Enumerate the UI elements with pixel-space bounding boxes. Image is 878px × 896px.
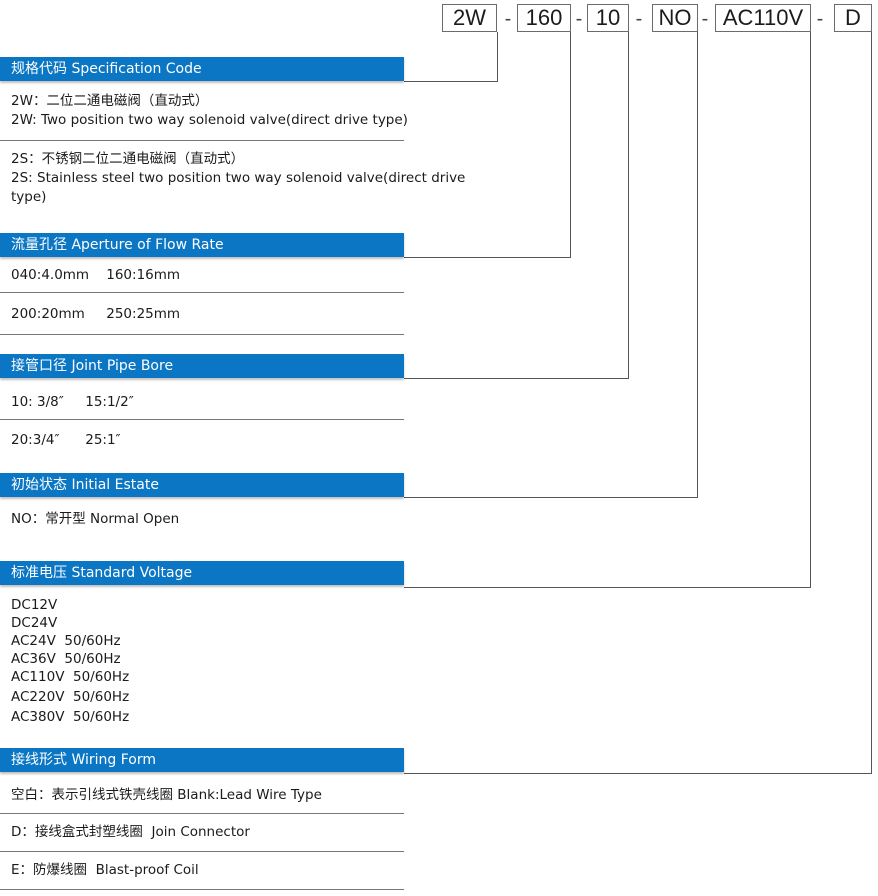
voltage-item: AC110V 50/60Hz — [11, 669, 130, 685]
code-part-aperture: 160 — [517, 4, 571, 32]
divider — [0, 851, 404, 852]
section-title-wiring: 接线形式 Wiring Form — [11, 752, 156, 768]
connector-aperture-horizontal — [404, 257, 571, 258]
divider — [0, 889, 404, 890]
code-separator: - — [504, 8, 512, 30]
section-header-initial: 初始状态 Initial Estate — [0, 473, 404, 497]
section-title-bore: 接管口径 Joint Pipe Bore — [11, 358, 174, 374]
connector-wiring-horizontal — [404, 773, 872, 774]
code-separator: - — [575, 8, 583, 30]
divider — [0, 813, 404, 814]
connector-wiring-vertical — [871, 32, 872, 774]
bore-row-1: 10: 3/8″ 15:1/2″ — [11, 394, 134, 410]
spec-item-2s-cn: 2S：不锈钢二位二通电磁阀（直动式） — [11, 151, 245, 167]
code-part-initial: NO — [652, 4, 698, 32]
aperture-row-2: 200:20mm 250:25mm — [11, 306, 181, 322]
connector-voltage-horizontal — [404, 587, 811, 588]
code-part-wiring: D — [834, 4, 872, 32]
wiring-row-3: E：防爆线圈 Blast-proof Coil — [11, 862, 199, 878]
aperture-row-1: 040:4.0mm 160:16mm — [11, 267, 181, 283]
code-part-series: 2W — [442, 4, 497, 32]
section-header-aperture: 流量孔径 Aperture of Flow Rate — [0, 233, 404, 257]
section-title-voltage: 标准电压 Standard Voltage — [11, 565, 193, 581]
voltage-item: AC24V 50/60Hz — [11, 633, 121, 649]
initial-row-1: NO：常开型 Normal Open — [11, 511, 180, 527]
voltage-item: DC24V — [11, 615, 58, 631]
connector-aperture-vertical — [570, 32, 571, 258]
voltage-item: AC36V 50/60Hz — [11, 651, 121, 667]
spec-item-2w-cn: 2W：二位二通电磁阀（直动式） — [11, 93, 209, 109]
code-separator: - — [816, 8, 824, 30]
code-part-bore: 10 — [587, 4, 629, 32]
section-header-wiring: 接线形式 Wiring Form — [0, 748, 404, 772]
divider — [0, 419, 404, 420]
spec-item-2w-en: 2W: Two position two way solenoid valve(… — [11, 112, 408, 128]
voltage-item: AC220V 50/60Hz — [11, 689, 130, 705]
connector-spec-horizontal — [404, 81, 498, 82]
wiring-row-2: D：接线盒式封塑线圈 Join Connector — [11, 824, 250, 840]
code-part-voltage: AC110V — [715, 4, 811, 32]
bore-row-2: 20:3/4″ 25:1″ — [11, 432, 121, 448]
section-title-aperture: 流量孔径 Aperture of Flow Rate — [11, 237, 224, 253]
connector-bore-vertical — [628, 32, 629, 379]
divider — [0, 292, 404, 293]
section-title-initial: 初始状态 Initial Estate — [11, 477, 159, 493]
section-header-bore: 接管口径 Joint Pipe Bore — [0, 354, 404, 378]
connector-voltage-vertical — [810, 32, 811, 588]
section-header-voltage: 标准电压 Standard Voltage — [0, 561, 404, 585]
code-separator: - — [701, 8, 709, 30]
connector-bore-horizontal — [404, 378, 629, 379]
divider — [0, 334, 404, 335]
section-header-spec: 规格代码 Specification Code — [0, 57, 404, 81]
connector-initial-vertical — [697, 32, 698, 498]
voltage-item: DC12V — [11, 597, 58, 613]
connector-initial-horizontal — [404, 497, 698, 498]
divider — [0, 140, 404, 141]
connector-spec-vertical — [497, 32, 498, 82]
wiring-row-1: 空白：表示引线式铁壳线圈 Blank:Lead Wire Type — [11, 787, 322, 803]
section-title-spec: 规格代码 Specification Code — [11, 61, 202, 77]
code-separator: - — [635, 8, 643, 30]
spec-item-2s-en: 2S: Stainless steel two position two way… — [11, 170, 466, 205]
voltage-item: AC380V 50/60Hz — [11, 709, 130, 725]
